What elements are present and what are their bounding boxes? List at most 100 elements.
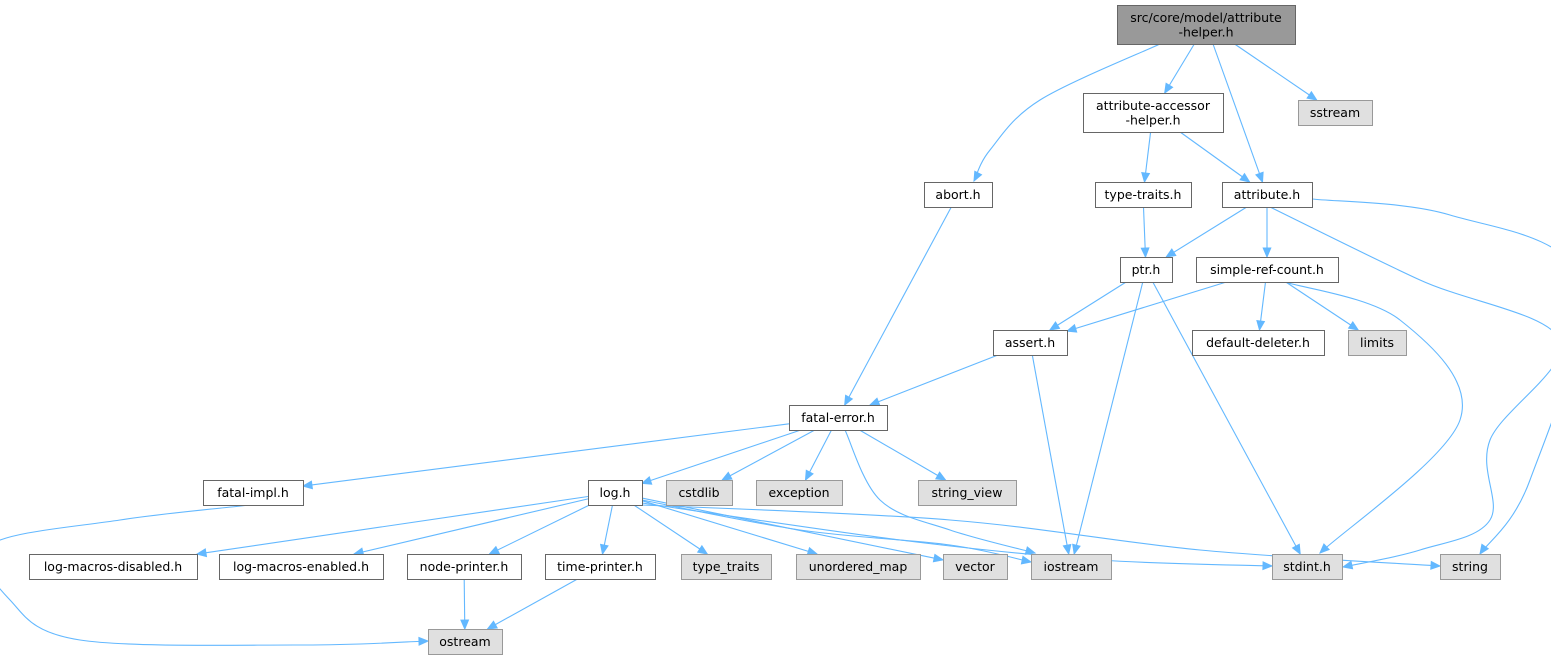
node-label: limits bbox=[1360, 335, 1394, 350]
arrowhead-icon bbox=[1262, 247, 1272, 259]
node-lme[interactable]: log-macros-enabled.h bbox=[219, 554, 384, 580]
edge-line bbox=[721, 429, 816, 481]
edge-line bbox=[859, 429, 946, 481]
node-log[interactable]: log.h bbox=[588, 480, 643, 506]
node-label-line: node-printer.h bbox=[420, 559, 509, 574]
node-label: cstdlib bbox=[678, 485, 719, 500]
edge-line bbox=[1066, 281, 1227, 332]
node-string: string bbox=[1440, 554, 1501, 580]
node-label: log-macros-disabled.h bbox=[44, 559, 182, 574]
edge-line bbox=[641, 502, 1273, 567]
node-box bbox=[1348, 330, 1407, 356]
node-ptr[interactable]: ptr.h bbox=[1120, 257, 1173, 283]
arrowhead-icon bbox=[1319, 543, 1330, 554]
arrowhead-icon bbox=[1020, 555, 1033, 565]
arrowhead-icon bbox=[1262, 561, 1274, 571]
node-dd[interactable]: default-deleter.h bbox=[1192, 330, 1325, 356]
edge-attribute-to-ptr bbox=[1165, 206, 1248, 258]
arrowhead-icon bbox=[1430, 560, 1442, 570]
node-sstream: sstream bbox=[1298, 100, 1373, 126]
edge-line bbox=[196, 495, 589, 555]
node-box bbox=[1031, 554, 1112, 580]
node-box bbox=[666, 480, 733, 506]
node-lmd[interactable]: log-macros-disabled.h bbox=[29, 554, 198, 580]
edge-line bbox=[641, 500, 818, 555]
edge-line bbox=[1284, 281, 1463, 554]
node-label-line: cstdlib bbox=[678, 485, 719, 500]
arrowhead-icon bbox=[1141, 172, 1151, 184]
arrowhead-icon bbox=[1024, 546, 1037, 555]
node-label: sstream bbox=[1310, 105, 1360, 120]
edge-root-to-aah bbox=[1164, 43, 1195, 95]
nodes-layer: src/core/model/attribute-helper.h abort.h… bbox=[29, 5, 1501, 655]
edge-fatalerror-to-cstdlib bbox=[721, 429, 816, 481]
node-aah[interactable]: attribute-accessor-helper.h bbox=[1083, 93, 1224, 133]
node-timeprinter[interactable]: time-printer.h bbox=[545, 554, 656, 580]
node-label-line: src/core/model/attribute bbox=[1130, 10, 1282, 25]
node-root[interactable]: src/core/model/attribute-helper.h bbox=[1117, 5, 1296, 45]
node-typetraitsh[interactable]: type-traits.h bbox=[1095, 182, 1192, 208]
node-box bbox=[1117, 5, 1296, 45]
edge-line bbox=[1164, 43, 1195, 94]
arrowhead-icon bbox=[640, 476, 653, 485]
node-nodeprinter[interactable]: node-printer.h bbox=[407, 554, 522, 580]
node-box bbox=[1192, 330, 1325, 356]
arrowhead-icon bbox=[932, 553, 945, 563]
node-label: time-printer.h bbox=[557, 559, 643, 574]
node-label: string_view bbox=[932, 485, 1003, 500]
edge-line bbox=[1179, 131, 1250, 183]
node-box bbox=[796, 554, 921, 580]
node-label: fatal-impl.h bbox=[217, 485, 289, 500]
node-label-line: log-macros-enabled.h bbox=[233, 559, 369, 574]
node-box bbox=[1272, 554, 1343, 580]
node-label: log-macros-enabled.h bbox=[233, 559, 369, 574]
node-label-line: stdint.h bbox=[1283, 559, 1331, 574]
node-box bbox=[29, 554, 198, 580]
node-label-line: time-printer.h bbox=[557, 559, 643, 574]
node-stdint: stdint.h bbox=[1272, 554, 1343, 580]
edge-log-to-vector bbox=[641, 497, 945, 563]
edge-line bbox=[641, 429, 801, 484]
edge-root-to-abort bbox=[973, 43, 1161, 183]
edge-line bbox=[1152, 281, 1301, 555]
edge-fatalerror-to-stringview bbox=[859, 429, 947, 481]
node-label-line: simple-ref-count.h bbox=[1210, 262, 1324, 277]
node-label-line: string_view bbox=[932, 485, 1003, 500]
node-label: node-printer.h bbox=[420, 559, 509, 574]
edge-fatalerror-to-exception bbox=[804, 429, 832, 482]
node-attribute[interactable]: attribute.h bbox=[1222, 182, 1313, 208]
edge-src-to-assert bbox=[1065, 281, 1227, 333]
node-box bbox=[924, 182, 993, 208]
node-label-line: -helper.h bbox=[1178, 24, 1233, 39]
edge-line bbox=[1234, 43, 1318, 101]
edge-line bbox=[302, 423, 790, 487]
edge-fatalimpl-to-ostream bbox=[0, 504, 430, 646]
node-label: type-traits.h bbox=[1105, 187, 1182, 202]
node-label-line: exception bbox=[768, 485, 829, 500]
node-box bbox=[756, 480, 843, 506]
node-box bbox=[545, 554, 656, 580]
node-assert[interactable]: assert.h bbox=[993, 330, 1068, 356]
node-src[interactable]: simple-ref-count.h bbox=[1196, 257, 1339, 283]
node-label: vector bbox=[955, 559, 996, 574]
node-label: stdint.h bbox=[1283, 559, 1331, 574]
node-box bbox=[219, 554, 384, 580]
edge-root-to-attribute bbox=[1212, 43, 1264, 184]
arrowhead-icon bbox=[599, 543, 609, 556]
node-stringview: string_view bbox=[918, 480, 1017, 506]
edge-src-to-limits bbox=[1285, 281, 1360, 331]
node-box bbox=[1120, 257, 1173, 283]
node-fatalimpl[interactable]: fatal-impl.h bbox=[203, 480, 304, 506]
edge-line bbox=[487, 578, 578, 630]
node-box bbox=[943, 554, 1008, 580]
edge-src-to-stdint bbox=[1284, 281, 1463, 554]
arrowhead-icon bbox=[1164, 82, 1174, 95]
node-fatalerror[interactable]: fatal-error.h bbox=[789, 405, 888, 431]
arrowhead-icon bbox=[844, 394, 854, 407]
node-abort[interactable]: abort.h bbox=[924, 182, 993, 208]
node-exception: exception bbox=[756, 480, 843, 506]
edge-attribute-to-src bbox=[1262, 207, 1272, 259]
arrowhead-icon bbox=[1256, 320, 1266, 332]
node-label: ostream bbox=[439, 634, 490, 649]
arrowhead-icon bbox=[934, 471, 947, 481]
